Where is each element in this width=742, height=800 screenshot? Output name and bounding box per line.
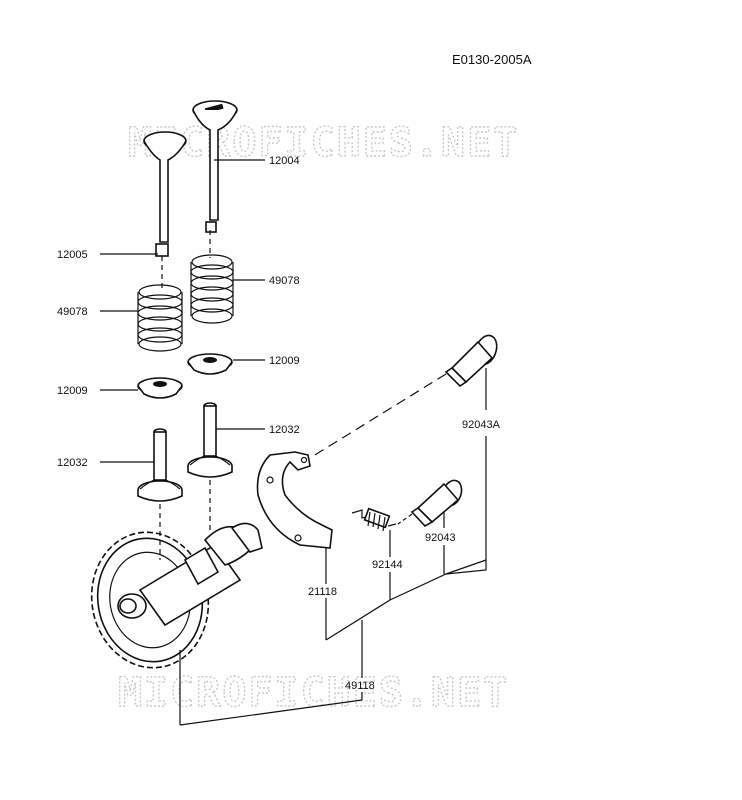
part-labels: 12004 12005 49078 49078 12009 12009 1203… — [57, 155, 501, 692]
label-12009-right: 12009 — [269, 355, 300, 367]
diagram-code: E0130-2005A — [452, 52, 532, 67]
label-92043: 92043 — [425, 532, 456, 544]
governor-bracket — [256, 451, 333, 549]
watermark-bottom: MICROFICHES.NET — [118, 670, 509, 716]
spring-retainer-right — [187, 353, 233, 375]
watermark-top: MICROFICHES.NET — [128, 120, 519, 166]
tappet-left — [137, 428, 183, 502]
label-12032-right: 12032 — [269, 424, 300, 436]
valve-exhaust — [192, 100, 238, 233]
label-49078-right: 49078 — [269, 275, 300, 287]
valve-spring-right — [190, 254, 234, 324]
valve-spring-left — [137, 284, 183, 352]
label-92144: 92144 — [372, 559, 403, 571]
label-49118: 49118 — [345, 680, 375, 692]
label-12005: 12005 — [57, 249, 88, 261]
spring-retainer-left — [137, 377, 183, 399]
tappet-right — [187, 402, 233, 478]
label-12009-left: 12009 — [57, 385, 88, 397]
leader-lines — [100, 159, 487, 726]
spring-92144 — [351, 507, 397, 532]
label-49078-left: 49078 — [57, 306, 88, 318]
pin-92043 — [410, 479, 463, 528]
label-12032-left: 12032 — [57, 457, 88, 469]
camshaft-gear — [90, 522, 263, 669]
valve-intake — [143, 131, 187, 257]
label-21118: 21118 — [308, 586, 337, 598]
label-92043a: 92043A — [462, 419, 501, 431]
pin-92043a — [444, 334, 498, 388]
label-12004: 12004 — [269, 155, 300, 167]
